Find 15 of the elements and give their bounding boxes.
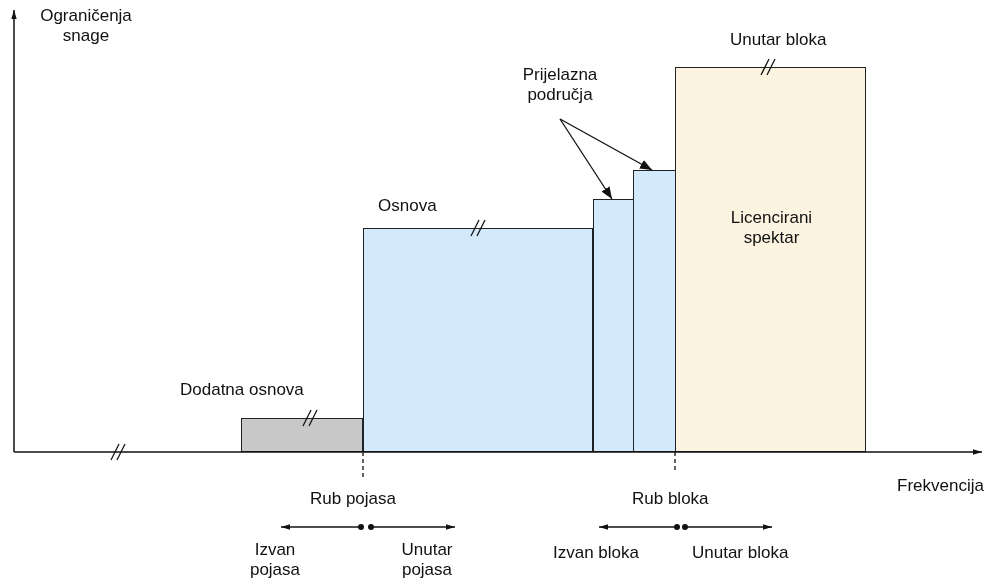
annotation-text: Rub pojasa — [310, 489, 396, 510]
axis-title: Frekvencija — [897, 476, 984, 497]
annotation-text: Unutar bloka — [692, 543, 789, 564]
annotation-text: Rub bloka — [632, 489, 709, 510]
block-label: Licencirani spektar — [729, 208, 814, 249]
annotation-text: Izvan pojasa — [248, 540, 302, 581]
block-heading: Osnova — [378, 196, 437, 217]
annotation-text: Unutar pojasa — [400, 540, 454, 581]
block-heading: Dodatna osnova — [180, 380, 304, 401]
leader-arrow — [559, 118, 613, 200]
annotation-text: Izvan bloka — [553, 543, 639, 564]
axis-title: Ograničenja snage — [39, 6, 133, 47]
leader-arrow — [559, 118, 653, 171]
block-heading: Unutar bloka — [730, 30, 827, 51]
callout-text: Prijelazna područja — [521, 65, 599, 106]
